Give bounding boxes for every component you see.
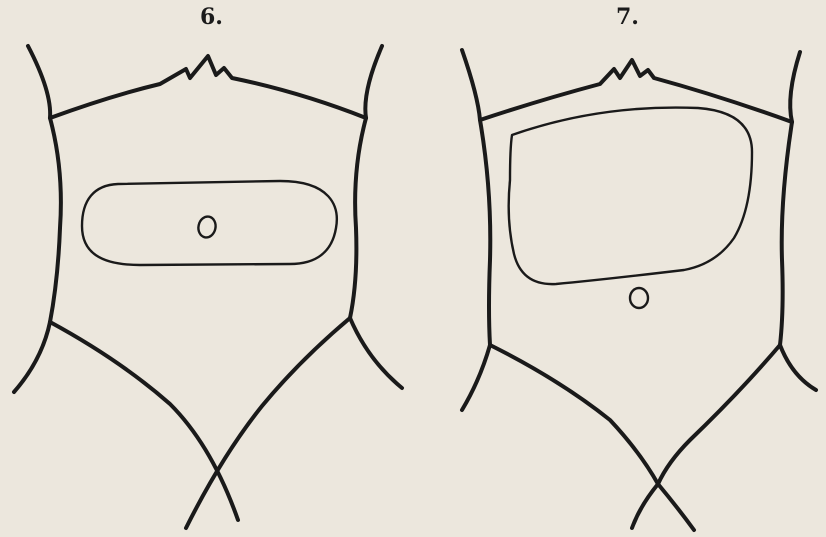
figure-6-top-notched-border	[50, 56, 366, 118]
figure-7-bottom-left-line	[462, 345, 490, 410]
figure-6-left-border	[50, 118, 61, 322]
figure-7-stem-left	[632, 484, 658, 528]
figure-7-left-border	[480, 120, 490, 345]
figure-6-right-border	[350, 118, 366, 318]
figure-6-lower-left-crossing-line	[50, 322, 238, 520]
figure-7-top-left-edge	[462, 50, 480, 120]
figure-7-small-ring	[630, 288, 648, 308]
figure-7-right-border	[780, 122, 792, 345]
figure-7-stem-right	[658, 484, 694, 530]
figure-7-top-right-edge	[790, 52, 800, 122]
figure-7-drawing	[462, 50, 816, 530]
figure-7-bottom-right-line	[780, 345, 816, 390]
figure-7-lower-left-line	[490, 345, 658, 484]
figure-7-top-notched-border	[480, 60, 792, 122]
figure-7-blob-outline	[509, 108, 752, 285]
figure-6-small-ring	[197, 215, 218, 239]
figure-6-top-right-edge	[365, 46, 382, 118]
figure-6-oval-outline	[82, 181, 337, 265]
figure-6-lower-right-crossing-line	[186, 318, 350, 528]
figure-6-top-left-edge	[28, 46, 50, 118]
figure-6-bottom-left-line	[14, 322, 50, 392]
figure-6-drawing	[14, 46, 402, 528]
figure-7-lower-right-line	[658, 345, 780, 484]
figure-6-bottom-right-line	[350, 318, 402, 388]
